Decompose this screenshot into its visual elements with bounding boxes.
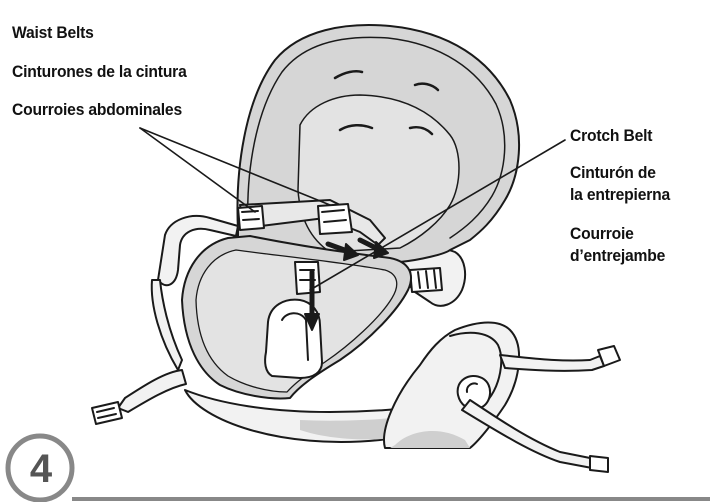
- waist-belts-label-en: Waist Belts: [12, 23, 94, 43]
- step-number: 4: [0, 436, 82, 502]
- right-upper-belt: [500, 355, 604, 371]
- right-lower-buckle: [590, 456, 608, 472]
- crotch-belt-label-en: Crotch Belt: [570, 126, 652, 146]
- crotch-belt-label-fr-2: d’entrejambe: [570, 246, 665, 266]
- waist-belts-label-es: Cinturones de la cintura: [12, 62, 187, 82]
- crotch-belt-label-es-2: la entrepierna: [570, 185, 670, 205]
- armrest-left-lower: [152, 280, 182, 370]
- left-loose-belt: [118, 370, 186, 412]
- crotch-belt-label-es-1: Cinturón de: [570, 163, 656, 183]
- leader-waist-left: [140, 128, 255, 212]
- waist-belts-label-fr: Courroies abdominales: [12, 100, 182, 120]
- crotch-buckle: [295, 262, 320, 294]
- crotch-belt-label-fr-1: Courroie: [570, 224, 634, 244]
- left-belt-buckle: [92, 402, 122, 424]
- waist-buckle-right: [318, 204, 352, 234]
